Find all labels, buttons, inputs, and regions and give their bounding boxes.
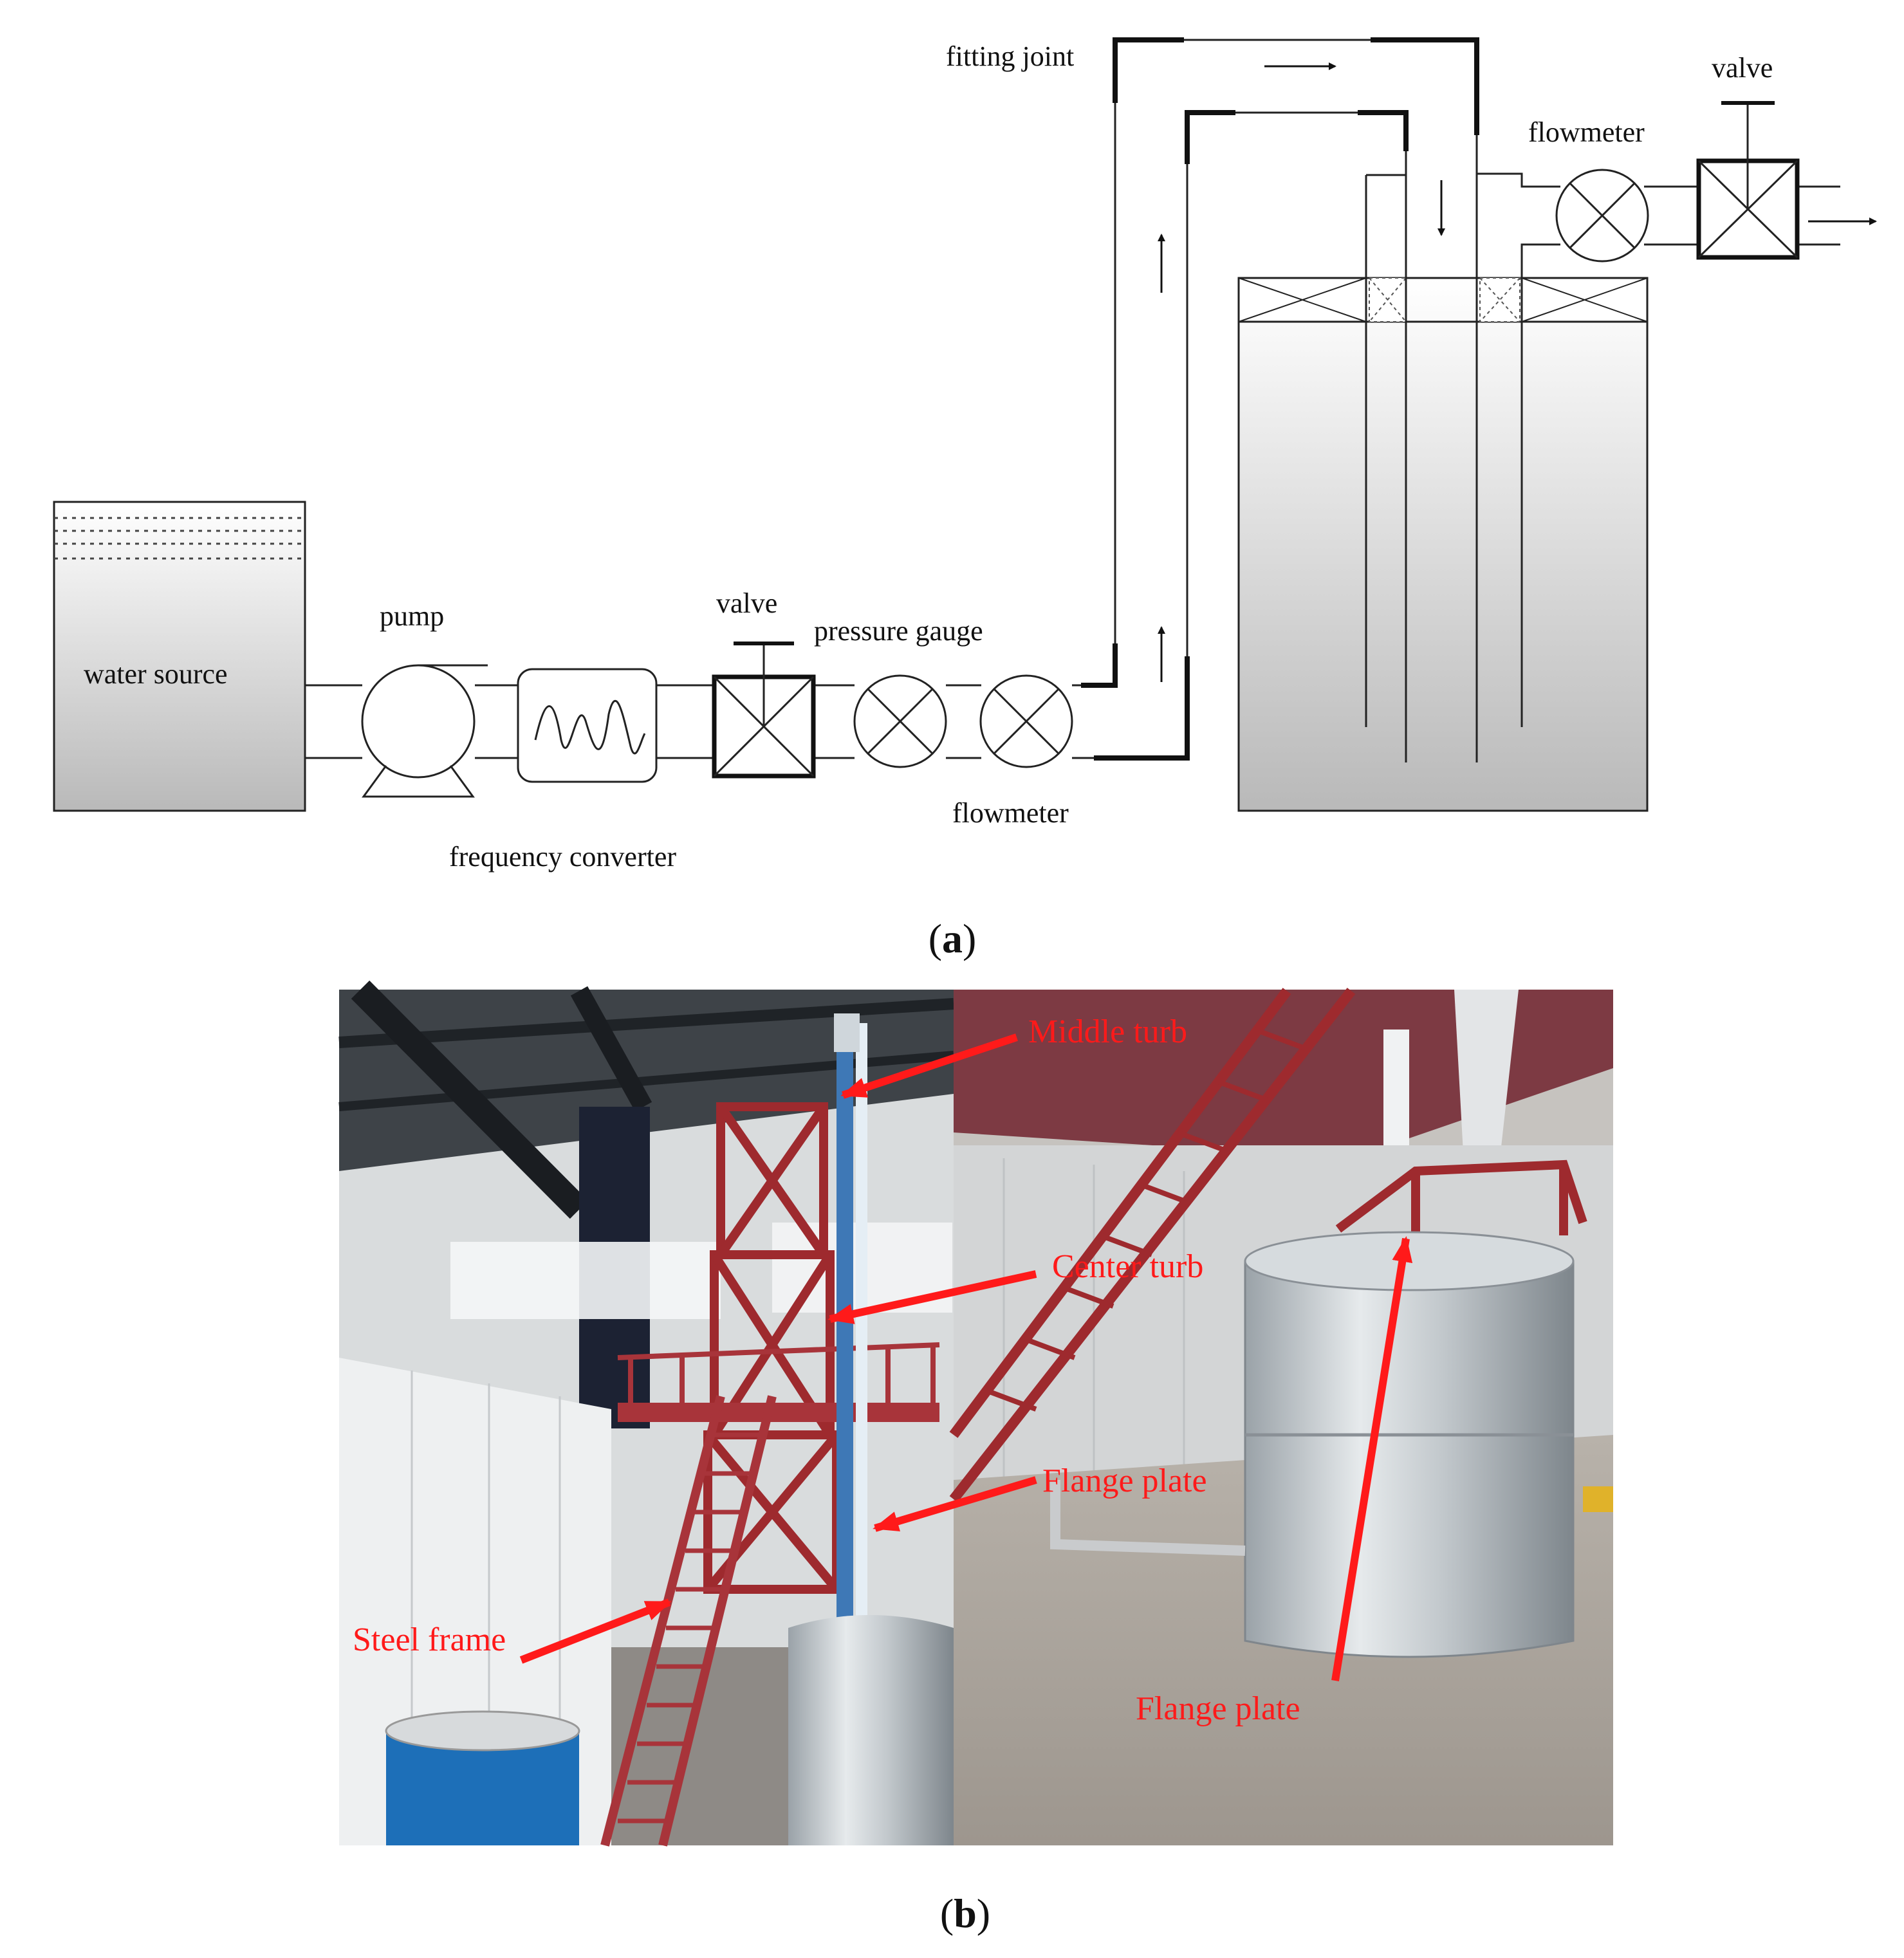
caption-a: (a) — [929, 916, 977, 961]
main-pipe — [305, 684, 1094, 759]
label-middle-turb: Middle turb — [1028, 1013, 1187, 1050]
pressure-gauge-symbol — [853, 674, 947, 768]
label-flowmeter-left: flowmeter — [952, 797, 1069, 829]
label-valve-right: valve — [1712, 52, 1773, 84]
panel-b-photos: Middle turb Center turb Flange plate Ste… — [338, 980, 1613, 1936]
outlet-pipe — [1477, 172, 1840, 278]
pump-symbol — [361, 664, 488, 798]
label-water-source: water source — [84, 658, 228, 690]
test-tank — [1237, 174, 1649, 812]
panel-a-schematic: water source pump frequency converter va… — [53, 37, 1877, 961]
flowmeter-left-symbol — [979, 674, 1073, 768]
arrow-flange-plate-right — [1331, 1236, 1413, 1681]
annotation-arrows — [519, 1033, 1413, 1681]
frequency-converter-symbol — [517, 668, 658, 783]
arrow-center-turb — [827, 1270, 1037, 1324]
flowmeter-right-symbol — [1555, 169, 1649, 263]
arrow-steel-frame — [519, 1598, 672, 1664]
photo-left — [338, 980, 954, 1847]
caption-b: (b) — [940, 1890, 990, 1936]
label-center-turb: Center turb — [1052, 1248, 1203, 1285]
valve-right-symbol — [1696, 101, 1800, 260]
label-pressure-gauge: pressure gauge — [814, 615, 983, 647]
label-flowmeter-right: flowmeter — [1528, 116, 1645, 148]
label-pump: pump — [380, 600, 444, 632]
label-valve-left: valve — [716, 587, 777, 619]
label-frequency-converter: frequency converter — [449, 841, 676, 873]
fitting-joints — [1081, 37, 1479, 761]
photo-right — [949, 988, 1613, 1845]
arrow-flange-plate-left — [873, 1476, 1037, 1532]
valve-left-symbol — [712, 642, 816, 779]
label-flange-plate-right: Flange plate — [1136, 1690, 1300, 1727]
label-steel-frame: Steel frame — [353, 1621, 506, 1658]
label-fitting-joint: fitting joint — [946, 41, 1074, 72]
label-flange-plate-left: Flange plate — [1042, 1463, 1207, 1499]
arrow-middle-turb — [840, 1033, 1018, 1099]
water-source-tank — [53, 501, 306, 812]
